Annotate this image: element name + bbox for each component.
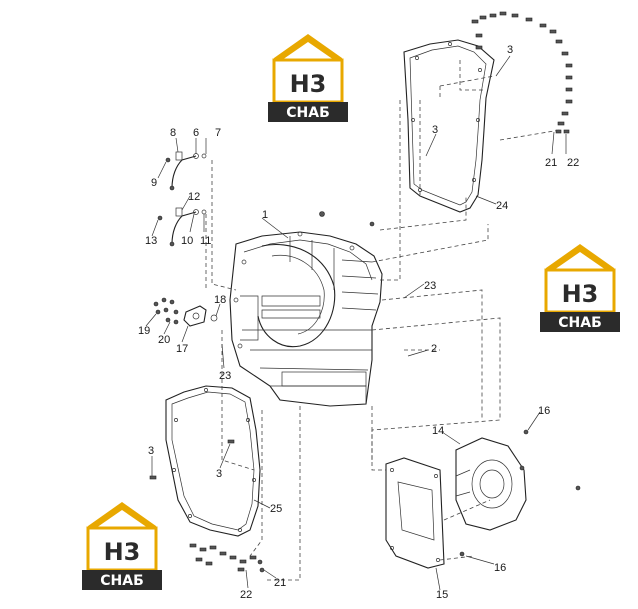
bolt-column-top-right <box>471 11 573 134</box>
callout-label: 21 <box>274 577 286 589</box>
logo-mark-text: H3 <box>290 70 327 98</box>
leader-lines <box>145 55 567 591</box>
callout-label: 3 <box>148 445 154 457</box>
gasket-25 <box>149 385 261 537</box>
callout-labels: 1 2 3 3 3 3 6 7 8 9 10 11 12 13 14 15 16… <box>138 44 579 601</box>
callout-label: 2 <box>431 343 437 355</box>
callout-label: 24 <box>496 200 508 212</box>
callout-label: 23 <box>424 280 436 292</box>
main-housing-1 <box>229 211 383 407</box>
logo-word-text: CHAБ <box>286 105 330 121</box>
cover-plate-17 <box>153 297 218 327</box>
callout-label: 9 <box>151 177 157 189</box>
callout-label: 18 <box>214 294 226 306</box>
logo-top: H3 CHAБ <box>268 34 348 122</box>
callout-label: 13 <box>145 235 157 247</box>
callout-label: 1 <box>262 209 268 221</box>
callout-label: 22 <box>240 589 252 601</box>
logo-mark-text: H3 <box>562 280 599 308</box>
logo-mark-text: H3 <box>104 538 141 566</box>
callout-label: 10 <box>181 235 193 247</box>
fittings-upper-left <box>157 151 207 247</box>
callout-label: 15 <box>436 589 448 601</box>
callout-label: 3 <box>432 124 438 136</box>
callout-label: 19 <box>138 325 150 337</box>
callout-label: 20 <box>158 334 170 346</box>
callout-label: 21 <box>545 157 557 169</box>
gasket-24 <box>403 39 495 213</box>
callout-label: 16 <box>538 405 550 417</box>
callout-label: 3 <box>216 468 222 480</box>
bolt-row-bottom <box>189 543 265 573</box>
callout-label: 14 <box>432 425 444 437</box>
logo-bottom-left: H3 CHAБ <box>82 502 162 590</box>
callout-label: 3 <box>507 44 513 56</box>
callout-label: 25 <box>270 503 282 515</box>
logo-word-text: CHAБ <box>558 315 602 331</box>
callout-label: 11 <box>200 235 211 247</box>
logo-word-text: CHAБ <box>100 573 144 589</box>
callout-label: 17 <box>176 343 188 355</box>
callout-label: 8 <box>170 127 176 139</box>
callout-label: 12 <box>188 191 200 203</box>
callout-label: 6 <box>193 127 199 139</box>
callout-label: 7 <box>215 127 221 139</box>
cover-14 <box>455 429 581 557</box>
callout-label: 23 <box>219 370 231 382</box>
callout-label: 16 <box>494 562 506 574</box>
assembly-lines <box>205 60 561 581</box>
callout-label: 22 <box>567 157 579 169</box>
gasket-plate-15 <box>385 457 445 569</box>
logo-right: H3 CHAБ <box>540 244 620 332</box>
